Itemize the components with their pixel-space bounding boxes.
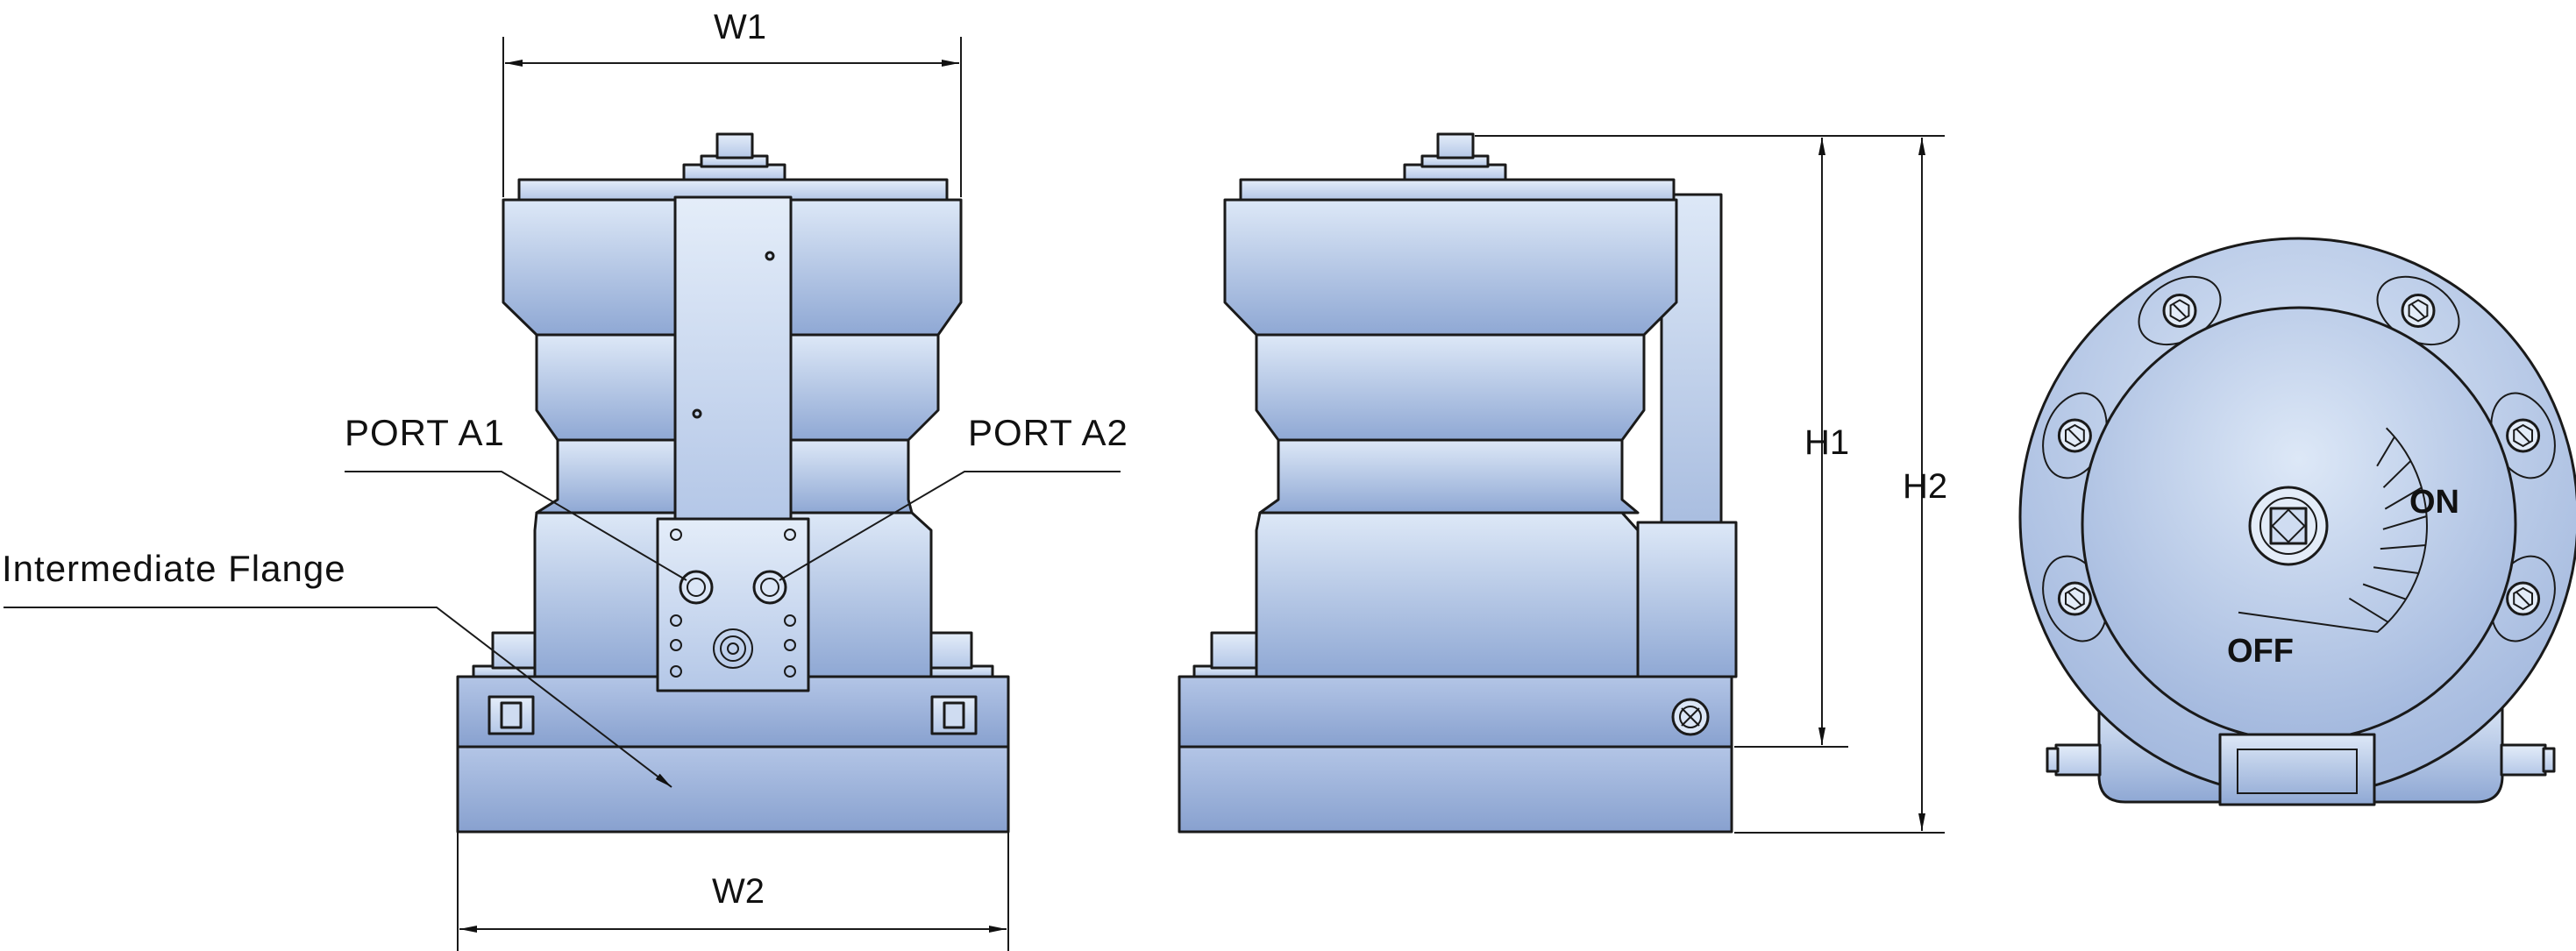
h1-label: H1	[1804, 423, 1849, 462]
port-a2-fitting	[752, 570, 787, 605]
front-flange-lower	[456, 745, 1010, 834]
port-a1-fitting	[679, 570, 714, 605]
valve-knob	[2248, 486, 2329, 566]
side-body-bottom-stage	[1255, 511, 1640, 678]
bolt-head-icon	[2376, 275, 2460, 346]
front-top-stud	[715, 132, 754, 160]
port-a1-leader	[345, 471, 687, 581]
off-label: OFF	[2227, 633, 2294, 670]
bolt-head-icon	[2490, 555, 2556, 642]
w1-label: W1	[714, 8, 766, 46]
port-a2-leader	[779, 471, 1121, 581]
flange-leader	[4, 607, 672, 788]
port-a2-label: PORT A2	[968, 412, 1128, 453]
top-view	[2018, 237, 2576, 806]
port-a1-label: PORT A1	[345, 412, 505, 453]
side-body-upper-stage	[1255, 333, 1646, 442]
port-block	[656, 517, 810, 692]
side-base-lower	[1178, 745, 1733, 834]
bolt-head-icon	[2042, 555, 2108, 642]
side-body-mid-stage	[1258, 438, 1640, 515]
h2-label: H2	[1903, 467, 1947, 506]
side-top-stud	[1436, 132, 1475, 160]
intermediate-flange-label: Intermediate Flange	[2, 548, 346, 589]
front-center-bar	[673, 195, 793, 521]
side-view	[1178, 132, 1945, 834]
w2-label: W2	[712, 872, 765, 911]
side-base-upper	[1178, 675, 1733, 749]
front-view	[4, 37, 1121, 951]
side-base-screw	[1671, 698, 1710, 736]
on-label: ON	[2409, 484, 2459, 521]
on-off-scale	[2238, 427, 2428, 634]
side-body-top-stage	[1223, 198, 1678, 337]
